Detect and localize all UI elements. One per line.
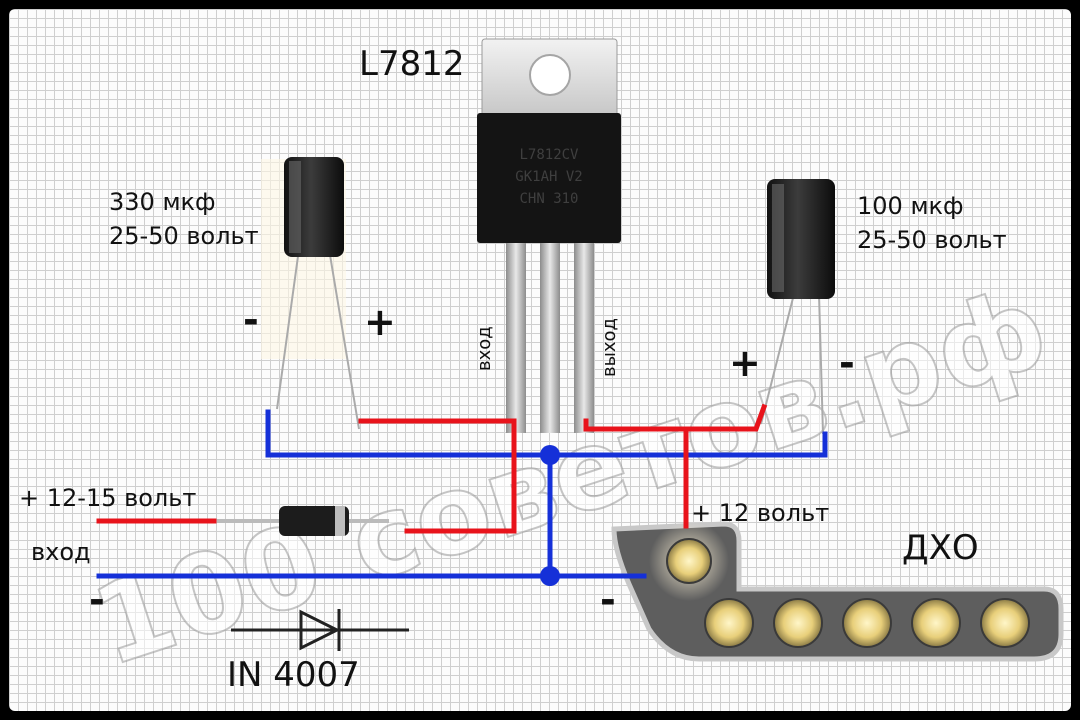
svg-text:GK1AH V2: GK1AH V2 xyxy=(515,169,582,185)
regulator-l7812: L7812CV GK1AH V2 CHN 310 xyxy=(477,38,621,433)
capacitor-100uf xyxy=(760,179,835,435)
cap-out-voltage: 25-50 вольт xyxy=(857,226,1007,254)
cap-in-value: 330 мкф xyxy=(109,188,216,216)
drl-label: ДХО xyxy=(902,528,979,568)
regulator-pin-in-label: вход xyxy=(474,326,495,371)
cap-in-plus: + xyxy=(364,300,396,344)
cap-in-voltage: 25-50 вольт xyxy=(109,222,259,250)
schematic-board: 100 советов.рф L7812CV GK1A xyxy=(9,9,1071,711)
svg-text:CHN 310: CHN 310 xyxy=(519,191,578,207)
cap-out-value: 100 мкф xyxy=(857,192,964,220)
regulator-pin-out-label: выход xyxy=(599,318,620,377)
cap-out-plus: + xyxy=(729,341,761,385)
cap-in-minus: - xyxy=(243,298,259,342)
junction-dot-bottom xyxy=(540,566,560,586)
circuit-diagram: L7812CV GK1AH V2 CHN 310 xyxy=(96,38,1064,662)
input-voltage-label: + 12-15 вольт xyxy=(19,484,197,512)
diode-label: IN 4007 xyxy=(227,655,360,695)
diode-component xyxy=(209,506,389,536)
input-label: вход xyxy=(31,538,91,566)
cap-out-minus: - xyxy=(839,341,855,385)
capacitor-330uf xyxy=(261,157,360,430)
input-minus: - xyxy=(89,578,105,622)
svg-text:L7812CV: L7812CV xyxy=(519,147,579,163)
positive-wires xyxy=(96,403,768,534)
drl-module xyxy=(611,521,1064,662)
regulator-title: L7812 xyxy=(359,44,465,84)
diode-symbol xyxy=(231,609,409,651)
output-minus: - xyxy=(600,578,616,622)
junction-dot-top xyxy=(540,445,560,465)
output-voltage-label: + 12 вольт xyxy=(691,499,830,527)
